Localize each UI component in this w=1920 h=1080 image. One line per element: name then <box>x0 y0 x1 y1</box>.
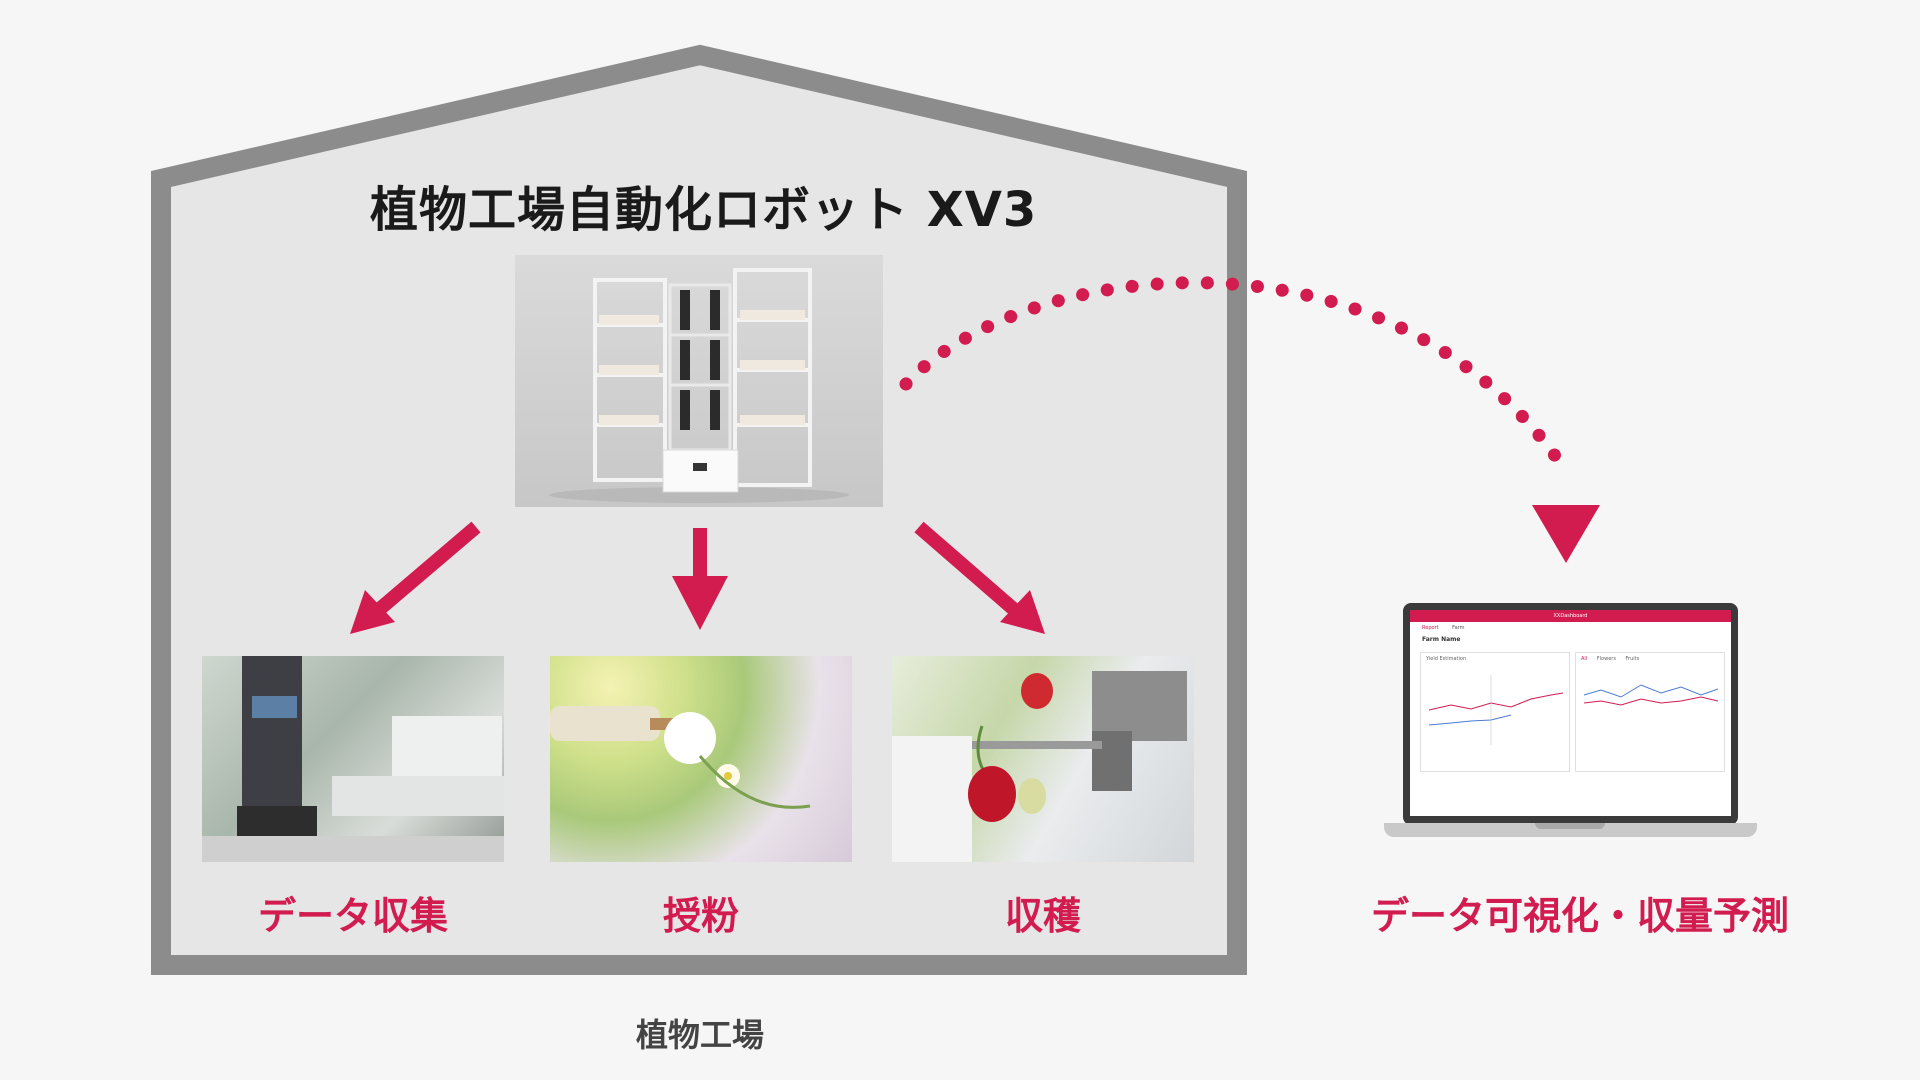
task-label-harvest: 収穫 <box>1004 894 1081 938</box>
fruit-chart-tabs: All Flowers Fruits <box>1576 653 1724 665</box>
yield-chart-title: Yield Estimation <box>1426 656 1467 662</box>
robot-photo <box>515 255 883 507</box>
data-collection-photo <box>202 656 504 862</box>
dashboard-screen: XXDashboard Report Farm Farm Name Yield … <box>1410 610 1731 816</box>
task-label-data-collection: データ収集 <box>257 894 448 938</box>
laptop-base <box>1384 823 1757 837</box>
page-title: 植物工場自動化ロボット XV3 <box>370 182 1038 238</box>
chart-tab-flowers: Flowers <box>1596 656 1616 662</box>
output-label: データ可視化・収量予測 <box>1370 894 1789 938</box>
chart-tab-fruits: Fruits <box>1625 656 1640 662</box>
harvest-photo <box>892 656 1194 862</box>
robot-illustration <box>549 268 849 503</box>
fruit-chart-lines <box>1583 684 1719 706</box>
arrow-to-harvest <box>914 521 1045 634</box>
yield-chart-lines <box>1428 675 1564 745</box>
dashboard-tabs: Report Farm <box>1410 622 1731 634</box>
chart-tab-all: All <box>1581 656 1588 662</box>
data-flow-arrowhead <box>1532 505 1600 563</box>
fruit-chart-card: All Flowers Fruits <box>1575 652 1725 772</box>
tab-report: Report <box>1422 625 1439 631</box>
dashboard-header: XXDashboard <box>1410 610 1731 622</box>
tab-farm: Farm <box>1452 625 1465 631</box>
yield-chart-card: Yield Estimation <box>1420 652 1570 772</box>
pollination-photo <box>550 656 852 862</box>
factory-label: 植物工場 <box>635 1016 764 1054</box>
arrow-to-data-collection <box>350 521 481 634</box>
laptop-notch <box>1535 823 1605 829</box>
farm-name: Farm Name <box>1422 636 1461 643</box>
arrow-to-pollination <box>672 528 728 630</box>
task-label-pollination: 授粉 <box>662 894 739 938</box>
data-flow-dotted-arc <box>899 276 1572 477</box>
